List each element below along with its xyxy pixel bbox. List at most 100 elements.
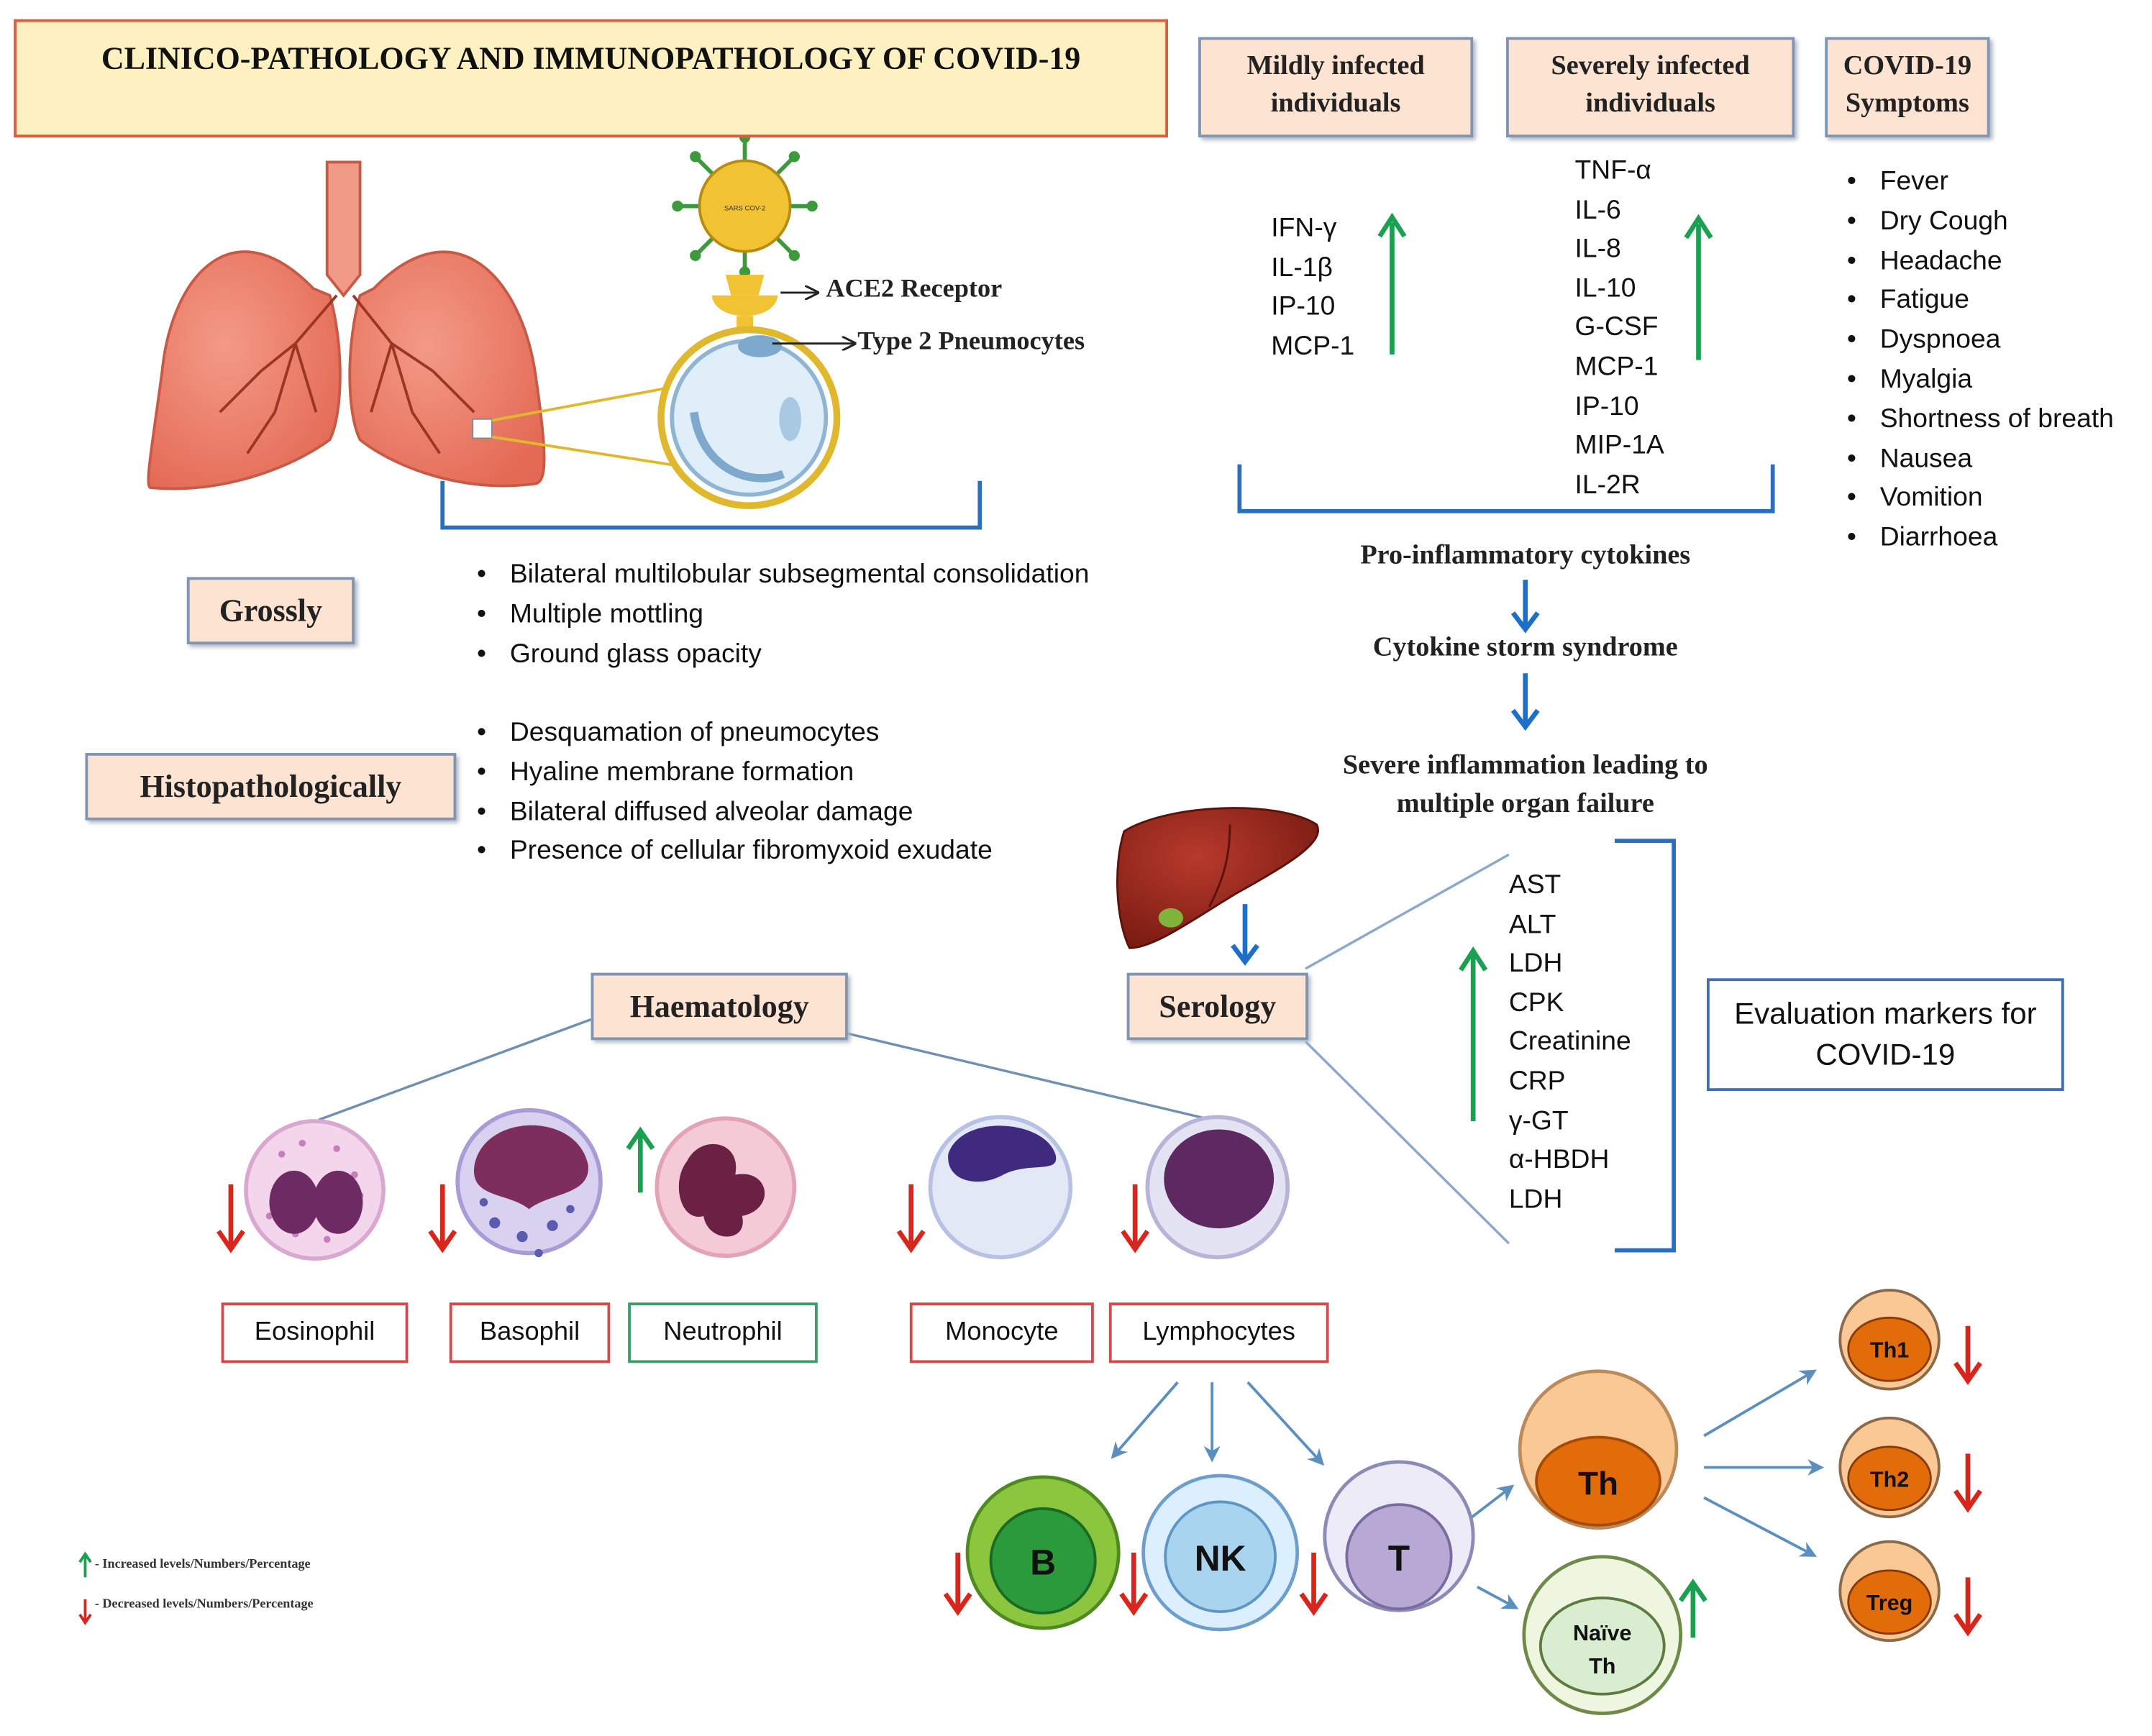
- flow-step-cytokine-storm: Cytokine storm syndrome: [1372, 631, 1678, 662]
- grossly-item: Bilateral multilobular subsegmental cons…: [474, 555, 1089, 595]
- symptom-item: Fatigue: [1844, 281, 2114, 321]
- mild-cytokine: IFN-γ: [1271, 213, 1337, 244]
- b-cell-label: B: [1030, 1543, 1056, 1583]
- nk-cell: [1141, 1474, 1299, 1632]
- nk-cell-label: NK: [1195, 1538, 1246, 1579]
- b-cell: [965, 1475, 1121, 1630]
- symptom-item: Dry Cough: [1844, 201, 2114, 241]
- serology-marker: CRP: [1508, 1066, 1566, 1097]
- type2-pneumocytes-callout: Type 2 Pneumocytes: [857, 326, 1085, 356]
- serology-marker-list: AST ALT LDH CPK Creatinine CRP γ-GT α-HB…: [1509, 866, 1631, 1220]
- th-cell-label: Th: [1578, 1465, 1618, 1502]
- cytokine-up-arrows: [1377, 212, 1713, 360]
- basophil-cell: [455, 1107, 603, 1258]
- virus-receptor-illustration: [657, 132, 854, 509]
- histo-item: Hyaline membrane formation: [474, 753, 993, 792]
- histo-list: Desquamation of pneumocytes Hyaline memb…: [474, 713, 993, 872]
- serology-marker: ALT: [1508, 909, 1556, 940]
- severe-cytokine: IL-6: [1574, 194, 1621, 225]
- histo-item: Bilateral diffused alveolar damage: [474, 792, 993, 832]
- mild-cytokine: MCP-1: [1271, 331, 1355, 362]
- legend-increased: - Increased levels/Numbers/Percentage: [94, 1558, 311, 1572]
- severe-cytokine-list: TNF-α IL-6 IL-8 IL-10 G-CSF MCP-1 IP-10 …: [1575, 151, 1664, 505]
- cell-down-arrows: [216, 1184, 1150, 1253]
- severe-cytokine: G-CSF: [1574, 312, 1659, 343]
- mild-header: Mildly infected individuals: [1198, 37, 1474, 138]
- th2-cell: [1838, 1416, 1941, 1519]
- neutrophil-up-arrow: [626, 1126, 655, 1193]
- severe-cytokine: IL-8: [1574, 234, 1621, 265]
- serology-up-arrow: [1459, 946, 1488, 1122]
- symptom-item: Diarrhoea: [1844, 518, 2114, 558]
- symptom-item: Fever: [1844, 162, 2114, 201]
- th1-cell: [1838, 1289, 1941, 1391]
- serology-connectors: [1304, 853, 1510, 1245]
- liver-illustration: [1116, 807, 1319, 949]
- naive-th-cell: [1522, 1555, 1683, 1715]
- symptom-item: Dyspnoea: [1844, 321, 2114, 360]
- symptom-item: Myalgia: [1844, 360, 2114, 400]
- neutrophil-label: Neutrophil: [628, 1302, 818, 1363]
- serology-bracket: [1614, 839, 1676, 1253]
- severe-header: Severely infected individuals: [1506, 37, 1795, 138]
- treg-label: Treg: [1866, 1591, 1913, 1615]
- symptoms-list: Fever Dry Cough Headache Fatigue Dyspnoe…: [1844, 162, 2114, 557]
- basophil-label: Basophil: [449, 1302, 611, 1363]
- serology-marker: CPK: [1508, 987, 1564, 1018]
- serology-marker: α-HBDH: [1508, 1144, 1610, 1175]
- grossly-item: Multiple mottling: [474, 595, 1089, 634]
- severe-cytokine: MIP-1A: [1574, 430, 1664, 461]
- haematology-label: Haematology: [591, 972, 848, 1041]
- serology-label: Serology: [1126, 972, 1308, 1041]
- neutrophil-cell: [655, 1116, 797, 1258]
- histo-item: Presence of cellular fibromyxoid exudate: [474, 832, 993, 872]
- serology-marker: LDH: [1508, 1184, 1563, 1215]
- naive-up-arrow: [1678, 1579, 1708, 1638]
- severe-cytokine: IL-10: [1574, 273, 1636, 303]
- monocyte-cell: [928, 1115, 1073, 1260]
- eosinophil-label: Eosinophil: [221, 1302, 409, 1363]
- th1-label: Th1: [1870, 1338, 1909, 1363]
- severe-cytokine: MCP-1: [1574, 352, 1659, 383]
- serology-marker: LDH: [1508, 948, 1563, 979]
- flow-step-proinflammatory: Pro-inflammatory cytokines: [1360, 539, 1691, 570]
- grossly-item: Ground glass opacity: [474, 634, 1089, 674]
- legend-decreased: - Decreased levels/Numbers/Percentage: [94, 1598, 314, 1612]
- flow-step-organ-failure: Severe inflammation leading to multiple …: [1342, 750, 1708, 819]
- flow-arrows: [1231, 580, 1540, 966]
- cytokine-bracket: [1237, 464, 1775, 513]
- t-cell: [1323, 1460, 1475, 1612]
- treg-cell: [1838, 1540, 1941, 1643]
- symptoms-header: COVID-19 Symptoms: [1825, 37, 1990, 138]
- ace2-receptor-callout: ACE2 Receptor: [826, 275, 1003, 304]
- symptom-item: Nausea: [1844, 439, 2114, 479]
- mild-cytokine: IL-1β: [1271, 252, 1333, 283]
- evaluation-markers-box: Evaluation markers for COVID-19: [1706, 978, 2064, 1092]
- grossly-label: Grossly: [186, 577, 355, 645]
- serology-marker: Creatinine: [1508, 1026, 1631, 1057]
- lungs-illustration: [147, 160, 688, 490]
- mild-cytokine: IP-10: [1271, 291, 1336, 322]
- lymph-down-arrows: [943, 1325, 1982, 1637]
- severe-cytokine: IP-10: [1574, 390, 1639, 421]
- serology-marker: AST: [1508, 869, 1561, 900]
- lymphocyte-cell: [1145, 1115, 1290, 1260]
- symptom-item: Shortness of breath: [1844, 400, 2114, 439]
- lymphocyte-branch-arrows: [1111, 1369, 1825, 1609]
- th2-label: Th2: [1870, 1467, 1909, 1491]
- page-title: CLINICO-PATHOLOGY AND IMMUNOPATHOLOGY OF…: [14, 19, 1169, 138]
- symptom-item: Headache: [1844, 241, 2114, 280]
- naive-th-label-1: Naïve: [1573, 1621, 1632, 1645]
- lymphocytes-label: Lymphocytes: [1108, 1302, 1329, 1363]
- histo-item: Desquamation of pneumocytes: [474, 713, 993, 753]
- naive-th-label-2: Th: [1589, 1654, 1615, 1678]
- virus-label: SARS COV-2: [724, 204, 765, 212]
- severe-cytokine: IL-2R: [1574, 469, 1641, 500]
- histopathologically-label: Histopathologically: [85, 753, 457, 821]
- eosinophil-cell: [244, 1119, 386, 1261]
- symptom-item: Vomition: [1844, 479, 2114, 518]
- th-cell: [1518, 1369, 1679, 1530]
- haematology-connectors: [318, 1018, 1223, 1124]
